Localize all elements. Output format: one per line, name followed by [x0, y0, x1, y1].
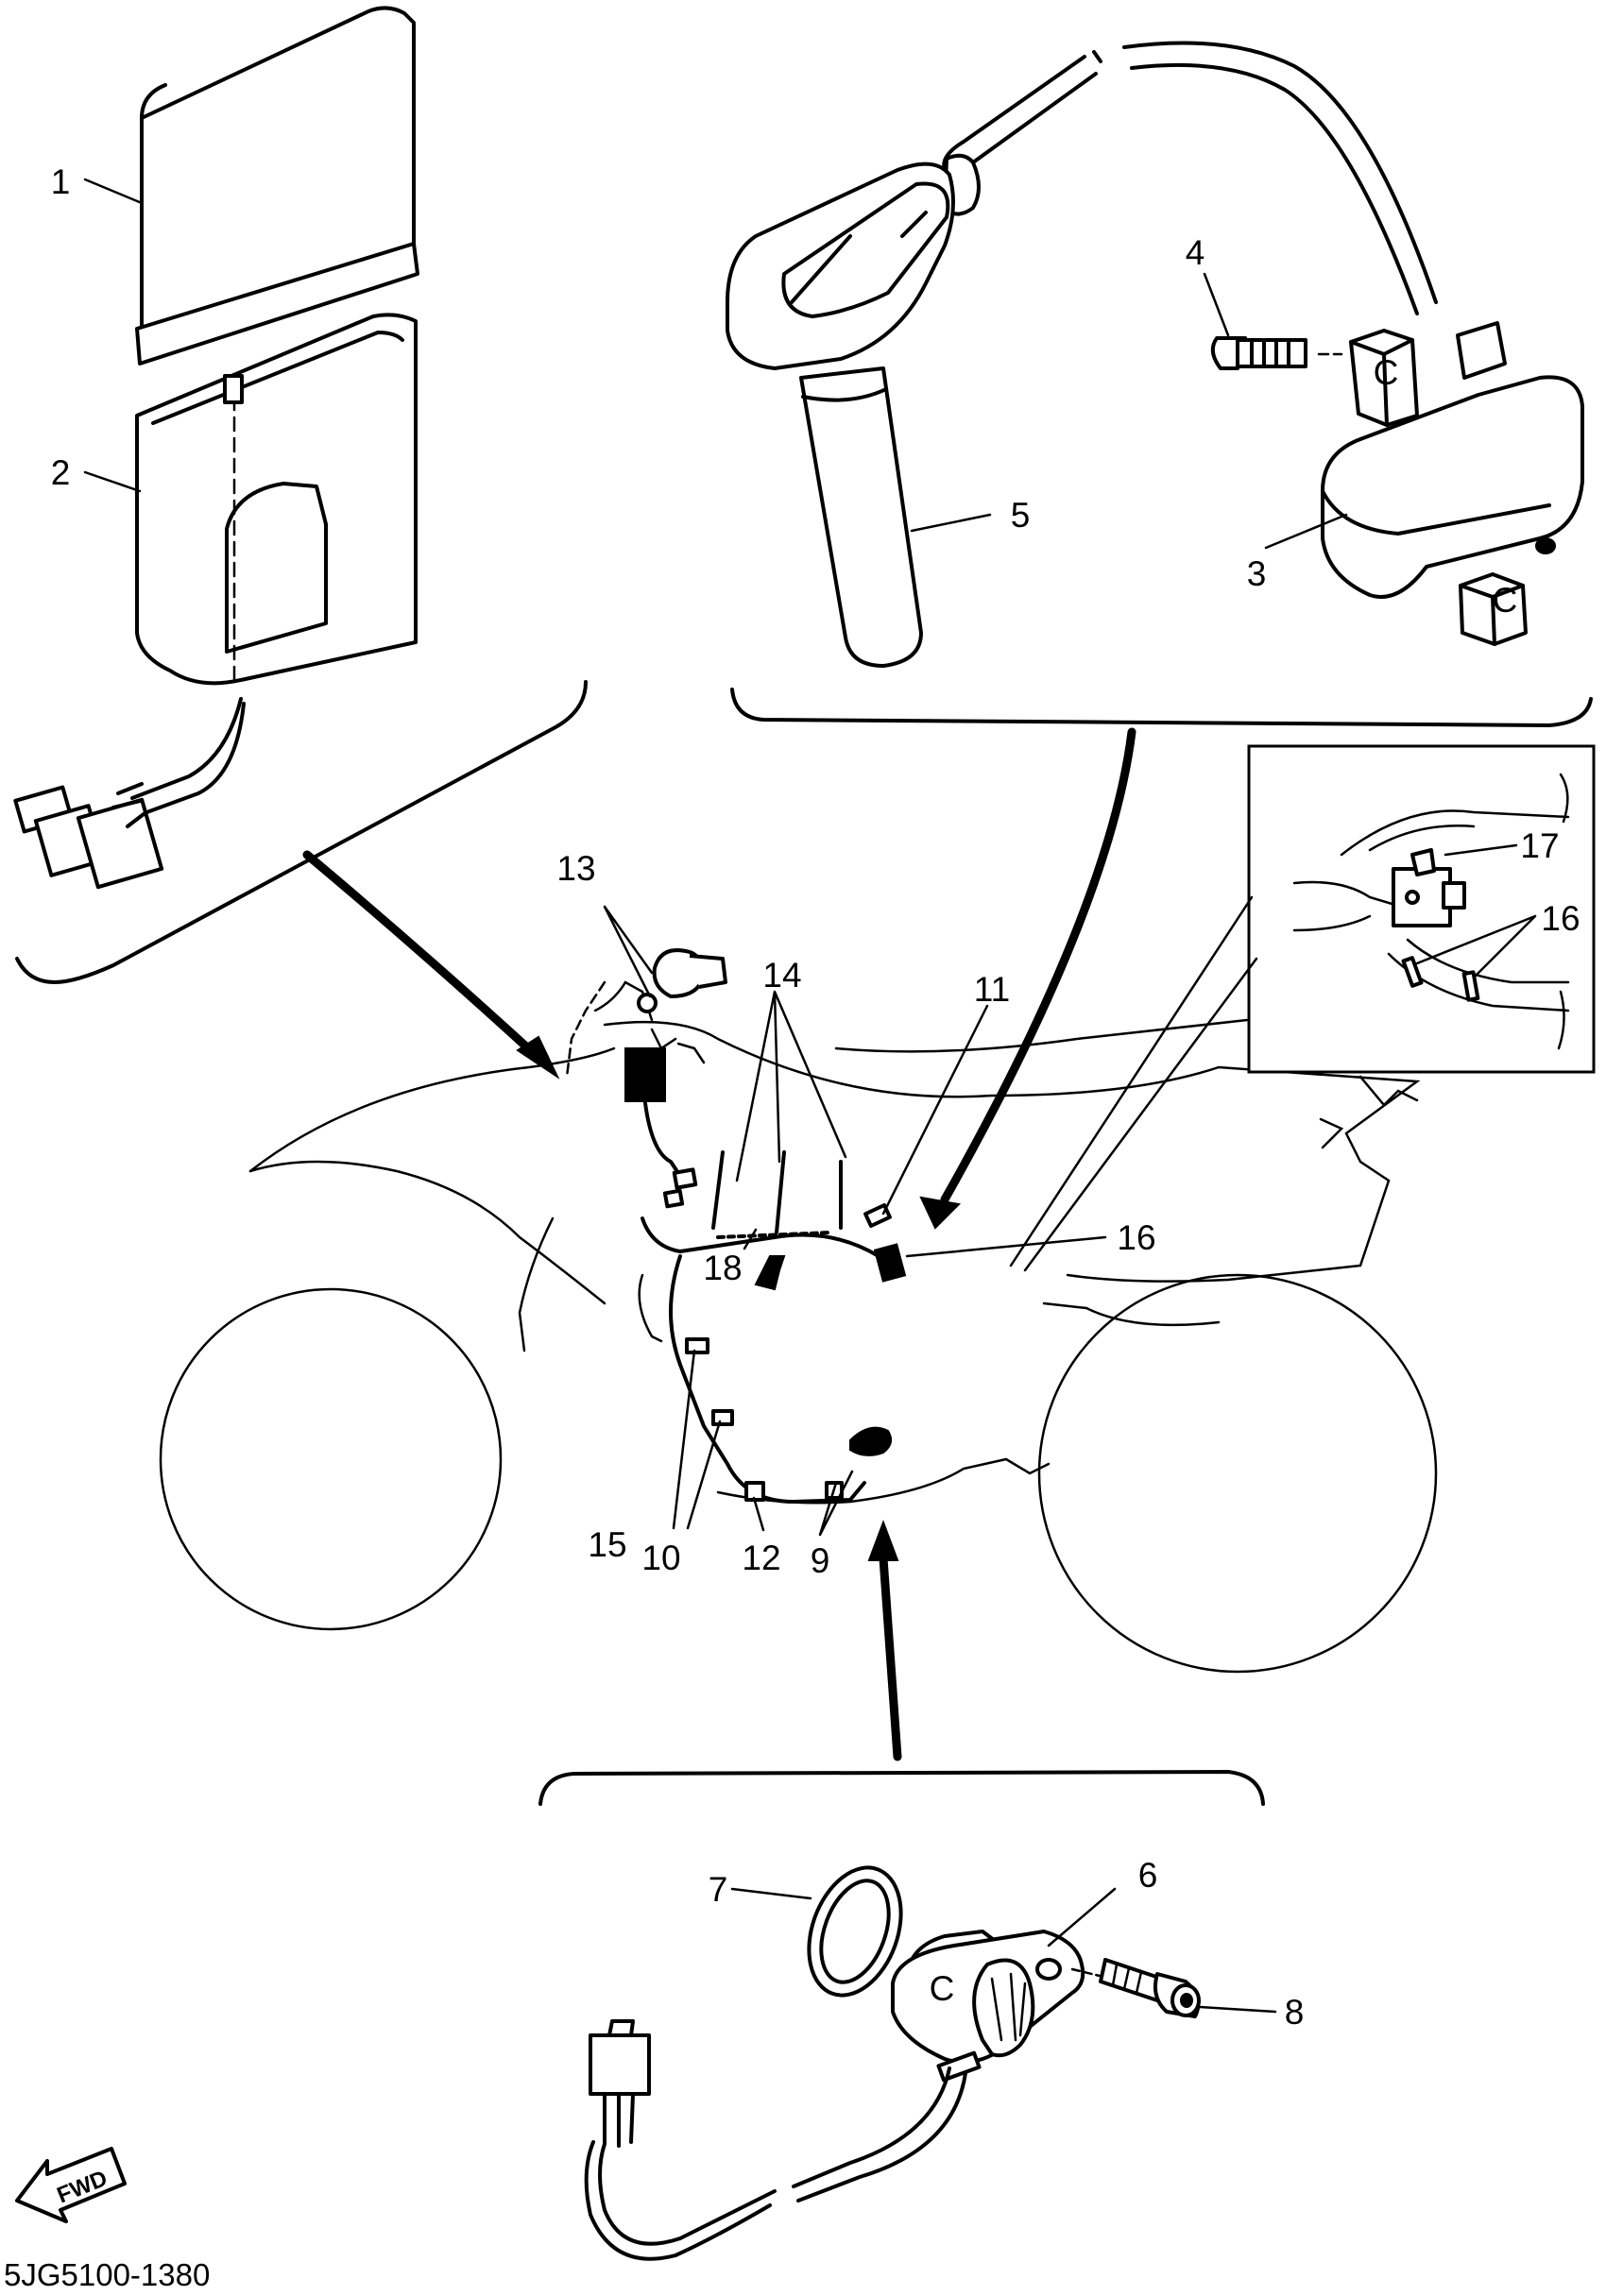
sensor-bolt	[1099, 1958, 1201, 2018]
label-part-13: 13	[556, 849, 595, 888]
coil-mark-top: C	[1374, 353, 1399, 392]
label-part-6: 6	[1138, 1856, 1158, 1895]
label-part-9: 9	[811, 1541, 830, 1580]
label-part-10: 10	[641, 1539, 680, 1577]
cdi-unit	[13, 313, 418, 890]
coil-callout-bracket	[730, 688, 1593, 727]
label-part-15: 15	[588, 1525, 626, 1564]
cdi-callout-bracket	[15, 680, 588, 984]
label-part-14: 14	[762, 956, 801, 995]
sensor-lead-and-coupler	[584, 2019, 967, 2261]
label-part-11: 11	[974, 970, 1010, 1009]
spark-plug-cap	[726, 55, 1098, 668]
ignition-coil	[1321, 321, 1584, 646]
label-part-16-inset: 16	[1541, 899, 1580, 938]
forward-direction-arrow: FWD	[15, 2147, 127, 2223]
sensor-callout-arrow	[879, 1554, 902, 1761]
label-part-16: 16	[1117, 1218, 1155, 1257]
inset-pointer-lines	[1009, 895, 1258, 1272]
label-part-5: 5	[1011, 496, 1031, 535]
label-part-3: 3	[1247, 554, 1267, 593]
o-ring	[807, 1865, 903, 1998]
motorcycle-silhouette	[159, 980, 1438, 1674]
cdi-unit-cover	[135, 6, 419, 366]
label-part-1: 1	[51, 162, 71, 201]
cdi-callout-arrow	[302, 850, 543, 1063]
label-part-2: 2	[51, 453, 71, 492]
wiring-detail-inset	[1247, 744, 1596, 1074]
drawing-code: 5JG5100-1380	[4, 2257, 210, 2292]
label-part-8: 8	[1285, 1993, 1305, 2032]
sensor-callout-bracket	[538, 1770, 1265, 1806]
label-part-12: 12	[742, 1539, 780, 1577]
label-part-4: 4	[1186, 233, 1205, 272]
sensor-mark: C	[930, 1969, 955, 2008]
part-labels: 1 2 3 4 5 6 7 8 9 10 11 12 13 14 15 16 1…	[51, 162, 1580, 2032]
coil-mounting-bolt	[1210, 336, 1343, 370]
wire-harness	[565, 948, 907, 1504]
plug-cap-cable	[1092, 41, 1438, 315]
leader-lines	[83, 178, 1537, 2014]
label-part-18: 18	[703, 1249, 742, 1287]
label-part-7: 7	[709, 1870, 728, 1909]
coil-mark-bottom: C	[1493, 581, 1518, 620]
sensor-dashed-line	[1070, 1967, 1105, 1979]
coil-callout-arrow	[940, 727, 1136, 1204]
sensor-body	[891, 1930, 1085, 2083]
label-part-17: 17	[1520, 826, 1559, 865]
